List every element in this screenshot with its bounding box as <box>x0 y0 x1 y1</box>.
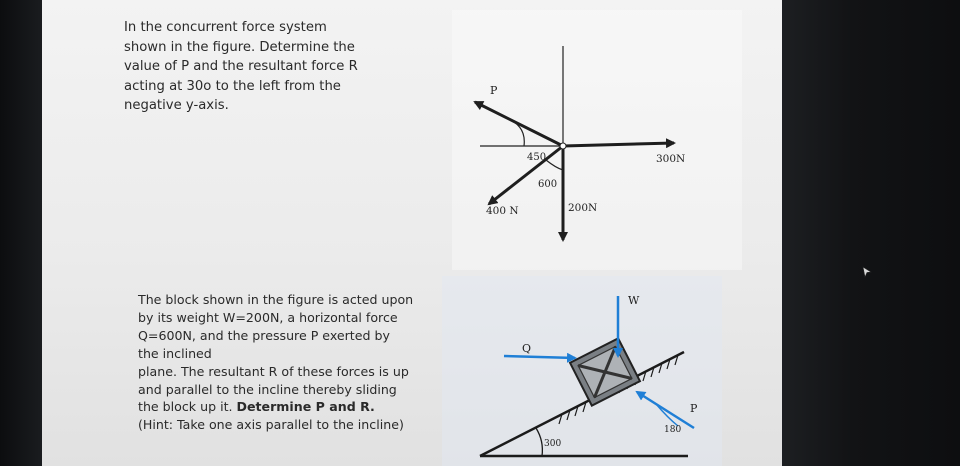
problem2-line: the block up it. Determine P and R. <box>138 398 413 416</box>
angle-60-arc <box>545 159 564 171</box>
force-400n-arrow <box>487 144 564 206</box>
label-angle-30: 300 <box>544 439 561 449</box>
inclined-block-figure: W Q P 180 300 <box>479 294 698 458</box>
problem1-line: value of P and the resultant force R <box>124 59 358 74</box>
problem1-line: acting at 30o to the left from the <box>124 78 341 94</box>
crate-block <box>568 337 642 407</box>
problem1-line: shown in the figure. Determine the <box>124 39 355 55</box>
force-system-figure: P 450 600 300N 400 N 200N <box>473 46 685 242</box>
force-p-arrow <box>473 100 564 148</box>
problem2-line: and parallel to the incline thereby slid… <box>138 381 397 397</box>
label-angle-18: 180 <box>664 425 681 435</box>
label-p: P <box>490 84 498 97</box>
problem2-line: by its weight W=200N, a horizontal force <box>138 309 398 325</box>
problem1-line: negative y-axis. <box>124 98 229 113</box>
document-page: In the concurrent force system shown in … <box>42 0 782 466</box>
force-q-arrow <box>503 352 577 363</box>
problem2-hint: (Hint: Take one axis parallel to the inc… <box>138 417 404 433</box>
figure1-background <box>452 10 742 270</box>
label-400n: 400 N <box>486 205 519 217</box>
label-p: P <box>690 402 698 415</box>
label-angle-60: 600 <box>538 179 557 190</box>
problem1-statement: In the concurrent force system shown in … <box>124 18 358 116</box>
problem2-line: plane. The resultant R of these forces i… <box>138 363 409 379</box>
angle-30-arc <box>535 427 544 457</box>
label-200n: 200N <box>568 202 597 214</box>
problem2-line: Q=600N, and the pressure P exerted by <box>138 327 390 343</box>
force-p-arrow <box>635 390 695 430</box>
label-w: W <box>628 294 640 307</box>
screen-bezel-right <box>780 0 960 466</box>
problem2-task: Determine P and R. <box>236 399 375 415</box>
screen-bezel-left <box>0 0 42 466</box>
problem1-line: In the concurrent force system <box>124 20 327 35</box>
mouse-pointer-icon <box>862 266 872 278</box>
origin-point <box>559 142 567 150</box>
angle-18-arc <box>655 403 679 427</box>
angle-45-arc <box>513 121 525 147</box>
label-q: Q <box>522 342 531 355</box>
label-300n: 300N <box>656 153 685 165</box>
problem2-line-prefix: the block up it. <box>138 399 237 415</box>
problem2-line: the inclined <box>138 345 212 361</box>
label-angle-45: 450 <box>527 152 546 163</box>
incline-line <box>479 350 685 458</box>
force-300n-arrow <box>562 138 676 149</box>
problem2-line: The block shown in the figure is acted u… <box>138 292 414 307</box>
problem2-statement: The block shown in the figure is acted u… <box>138 291 413 434</box>
